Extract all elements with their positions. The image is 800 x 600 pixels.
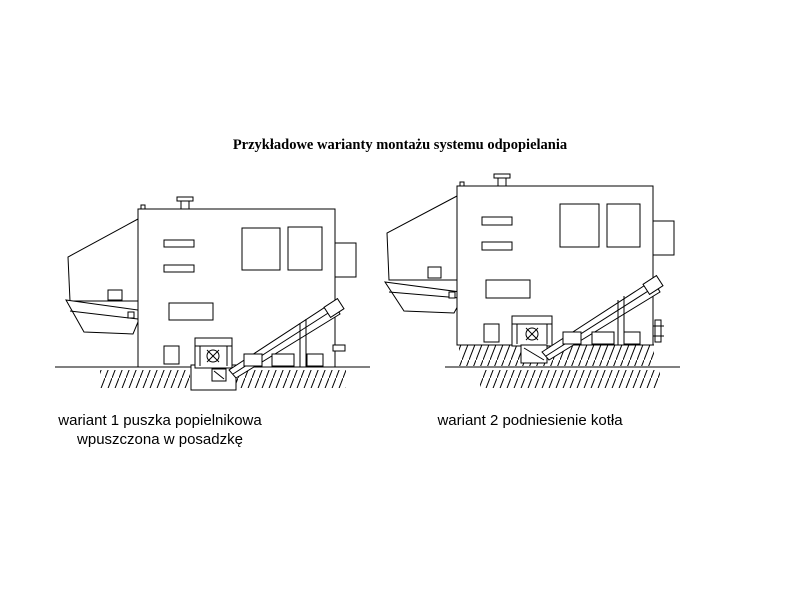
ash-container-pit bbox=[191, 338, 236, 390]
diagram-title: Przykładowe warianty montażu systemu odp… bbox=[232, 137, 568, 153]
ground-hatching bbox=[100, 370, 190, 388]
ash-screw-conveyor bbox=[229, 299, 345, 378]
ash-container bbox=[512, 316, 552, 363]
boiler-body bbox=[457, 182, 674, 345]
ash-screw-conveyor bbox=[542, 276, 664, 360]
variant-1-drawing bbox=[55, 197, 370, 390]
ground-hatching bbox=[480, 370, 660, 388]
ground-hatching bbox=[236, 370, 346, 388]
fuel-hopper bbox=[385, 196, 460, 313]
variant-1-caption-line-1: wariant 1 puszka popielnikowa bbox=[58, 412, 262, 429]
fuel-hopper bbox=[66, 219, 138, 334]
variant-1-caption: wariant 1 puszka popielnikowa wpuszczona… bbox=[30, 411, 290, 449]
variant-2-drawing bbox=[385, 174, 680, 388]
variant-2-caption-line-1: wariant 2 podniesienie kotła bbox=[437, 412, 623, 429]
flue-outlet bbox=[494, 174, 510, 186]
variant-1-caption-line-2: wpuszczona w posadzkę bbox=[77, 431, 243, 448]
variant-2-caption: wariant 2 podniesienie kotła bbox=[400, 411, 660, 430]
boiler-body bbox=[138, 205, 356, 367]
